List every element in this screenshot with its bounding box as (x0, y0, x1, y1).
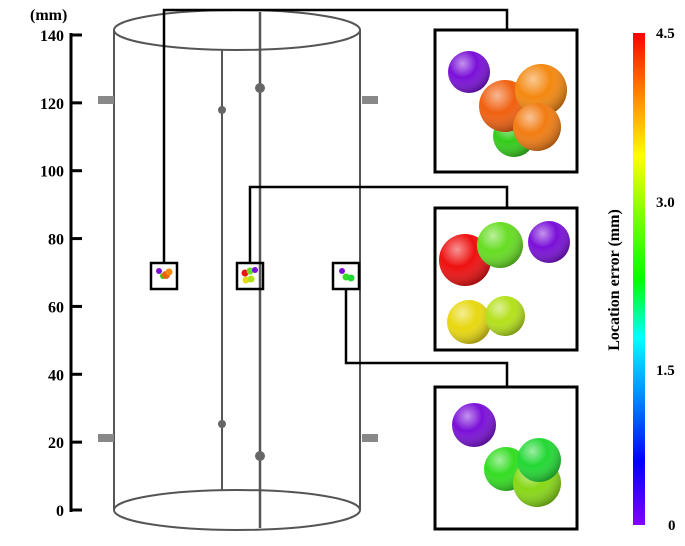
colorbar-title: Location error (mm) (606, 209, 623, 351)
marker-sphere (165, 268, 173, 276)
marker-sphere (156, 268, 162, 274)
marker-sphere (347, 274, 355, 282)
axis-tick-label: 0 (56, 503, 64, 520)
error-sphere-shading (448, 51, 490, 93)
callout-line-right (344, 290, 509, 387)
marker-sphere (246, 267, 254, 275)
sensor-dot (218, 106, 226, 114)
axis-tick-label: 80 (48, 232, 64, 249)
marker-boxes (149, 261, 361, 291)
callout-lines (162, 8, 509, 387)
colorbar-tick-label: 3.0 (656, 195, 675, 211)
marker-box-right (331, 261, 361, 291)
marker-box-left (149, 261, 179, 291)
axis-unit-label: (mm) (30, 7, 67, 24)
error-sphere-shading (528, 221, 570, 263)
axis-tick-label: 120 (40, 96, 64, 113)
marker-sphere (252, 267, 258, 273)
colorbar-tick-label: 0 (668, 518, 676, 534)
inset-spheres (452, 403, 561, 507)
error-sphere-shading (452, 403, 496, 447)
error-sphere-shading (477, 222, 523, 268)
inset-spheres (439, 221, 570, 344)
colorbar-gradient (633, 33, 645, 525)
marker-sphere (247, 275, 255, 283)
cylinder-top-rim (113, 9, 361, 51)
side-tab (98, 434, 114, 442)
error-sphere-shading (517, 438, 561, 482)
side-tab (362, 96, 378, 104)
axis-tick-label: 140 (40, 28, 64, 45)
marker-box-center (235, 261, 265, 291)
side-tab (362, 434, 378, 442)
callout-line-center (248, 185, 509, 263)
inset-spheres (448, 51, 567, 157)
error-sphere-shading (513, 103, 561, 151)
error-sphere-shading (485, 296, 525, 336)
callout-line-left (162, 8, 509, 263)
inset-right (433, 385, 579, 531)
sensor-dot (218, 420, 226, 428)
inset-center (433, 206, 579, 352)
side-tab (98, 96, 114, 104)
error-sphere-shading (447, 300, 491, 344)
colorbar: 4.5 3.0 1.5 0 Location error (mm) (606, 26, 676, 534)
axis-ticks: 0 20 40 60 80 100 120 140 (40, 28, 82, 520)
colorbar-tick-label: 4.5 (656, 26, 675, 42)
cylinder-bottom-rim (113, 489, 361, 531)
marker-sphere (339, 268, 345, 274)
axis-tick-label: 20 (48, 435, 64, 452)
inset-left (433, 28, 579, 174)
colorbar-tick-label: 1.5 (656, 363, 675, 379)
y-axis: (mm) 0 20 40 60 80 100 120 140 (30, 7, 82, 520)
axis-tick-label: 100 (40, 164, 64, 181)
error-sphere-shading (515, 64, 567, 116)
axis-tick-label: 60 (48, 299, 64, 316)
axis-tick-label: 40 (48, 367, 64, 384)
sensor-dot (255, 83, 265, 93)
sensor-dot (255, 451, 265, 461)
